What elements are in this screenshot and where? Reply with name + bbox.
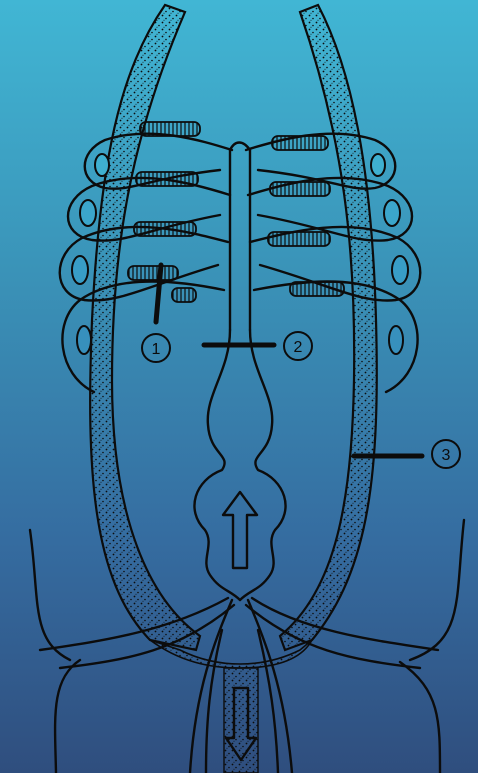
label-2-text: 2 — [294, 339, 303, 356]
label-3: 3 — [432, 440, 460, 468]
label-3-text: 3 — [442, 447, 451, 464]
right-dorsal-vessel — [280, 5, 377, 650]
dorsal-aorta-tail — [224, 668, 258, 773]
label-2: 2 — [284, 332, 312, 360]
label-1-text: 1 — [152, 341, 161, 358]
left-gill-arches — [60, 122, 232, 392]
blood-flow-up-arrow — [223, 492, 257, 568]
heart — [194, 330, 285, 600]
left-dorsal-vessel — [90, 5, 200, 650]
right-gill-arches — [246, 134, 420, 392]
ventral-aorta — [230, 143, 250, 331]
label-1: 1 — [142, 334, 170, 362]
